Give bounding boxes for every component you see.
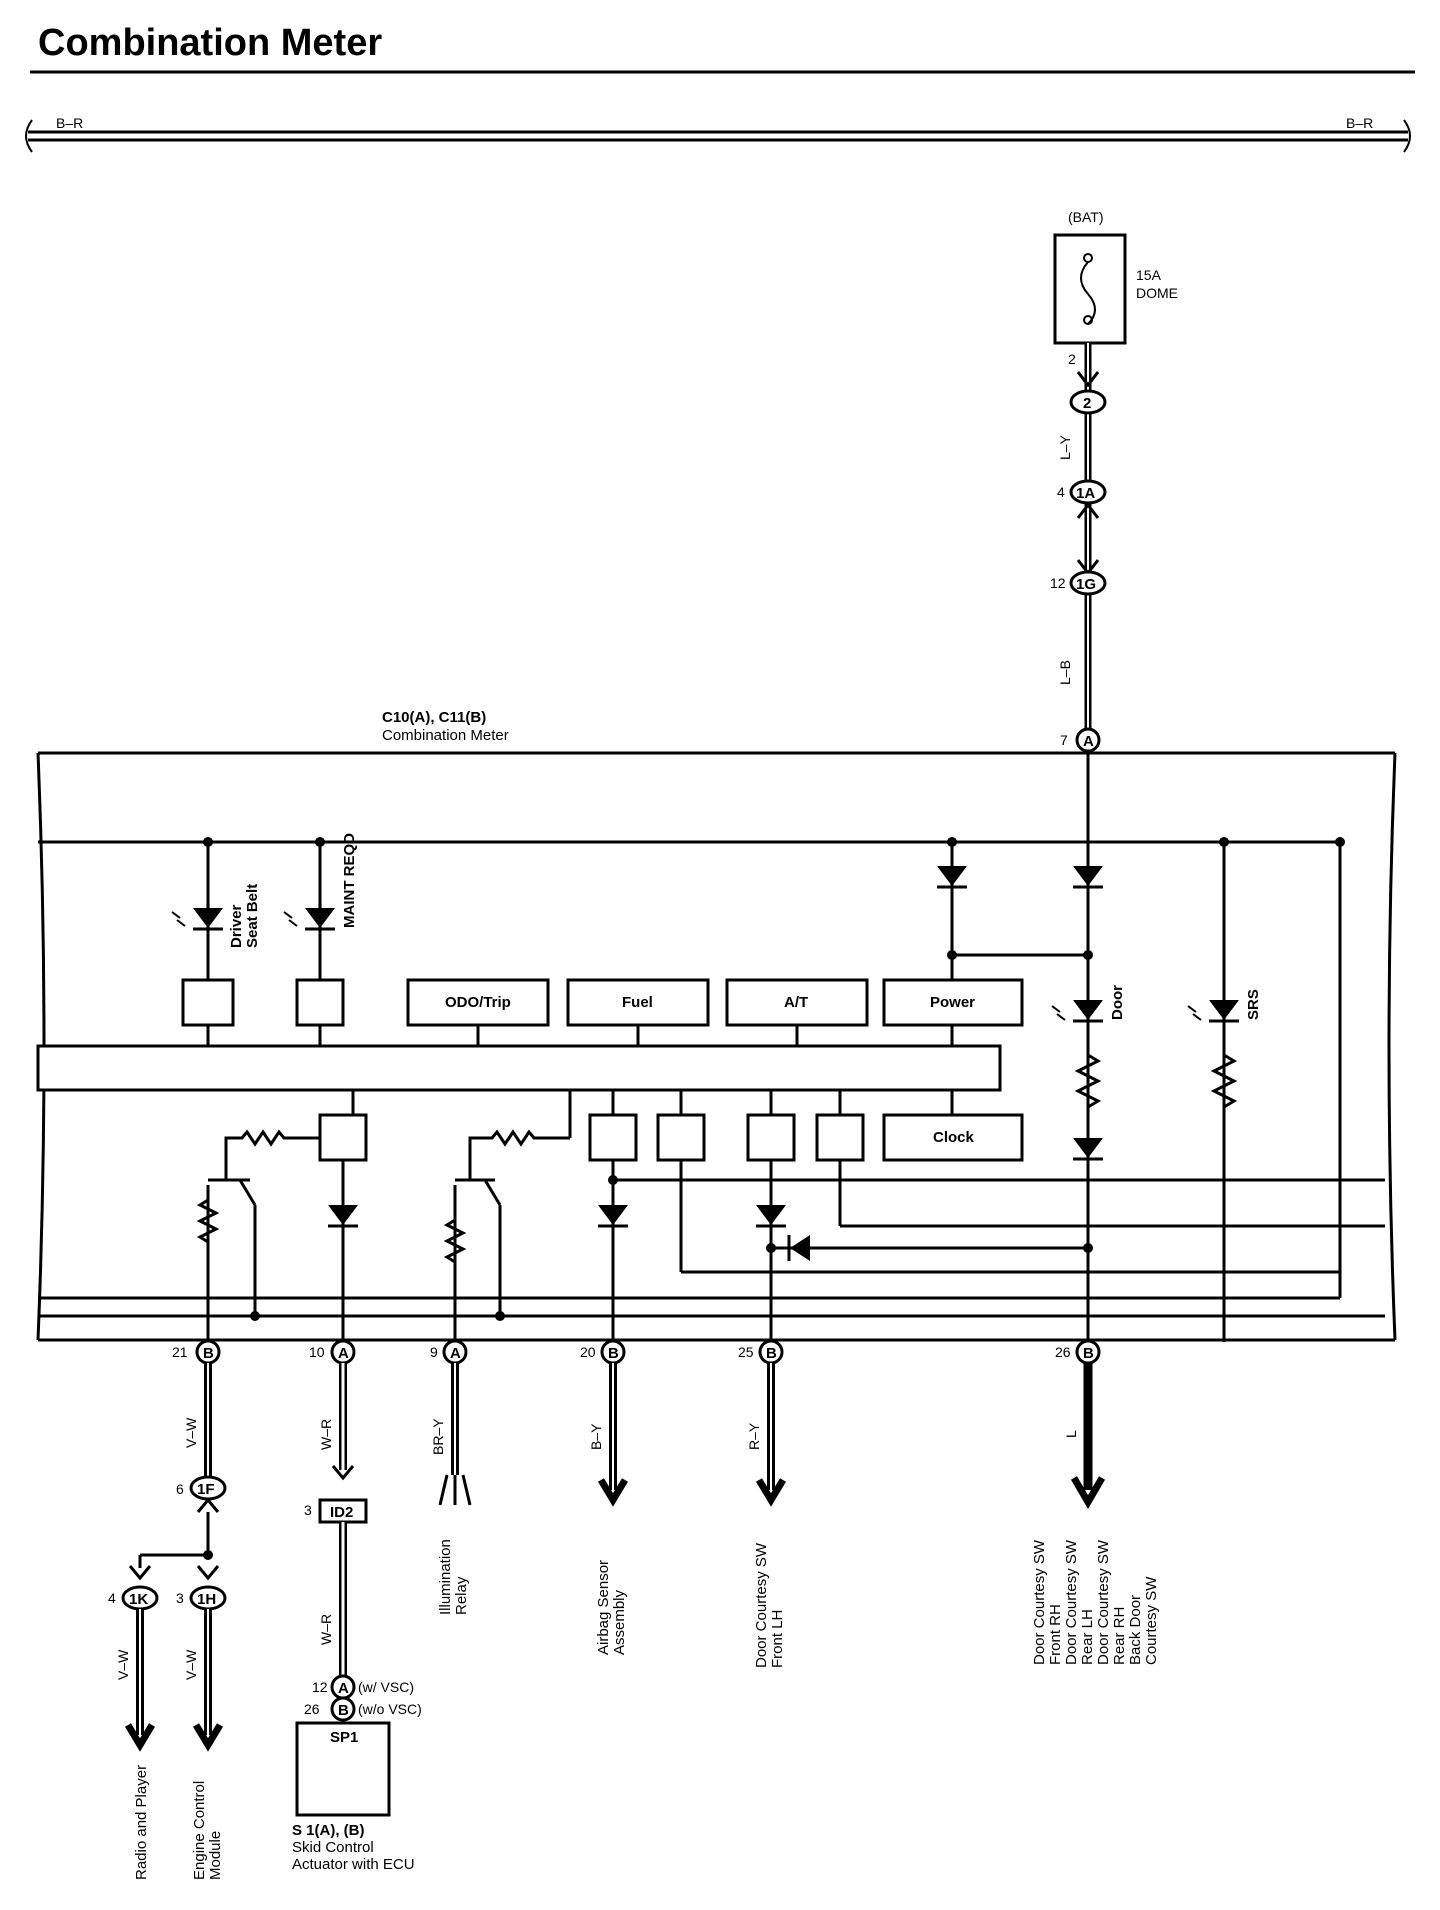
fuse-name: DOME <box>1136 285 1178 301</box>
id2-pin: 3 <box>304 1502 312 1518</box>
dest-door-6: Back Door <box>1127 1595 1144 1665</box>
conn-2-label: 2 <box>1083 395 1091 412</box>
conn-1h-label: 1H <box>197 1591 216 1608</box>
pin-10: 10 <box>309 1344 325 1360</box>
dome-fuse: (BAT) 15A DOME <box>1053 209 1178 345</box>
clock-label: Clock <box>933 1129 975 1146</box>
b-r-bus: B–R B–R <box>25 115 1411 153</box>
meter-internal: Driver Seat Belt MAINT REQD ODO/Trip Fue… <box>36 752 1385 1342</box>
wire-r-y: R–Y <box>746 1422 762 1450</box>
conn-1a-pin: 4 <box>1057 484 1065 500</box>
pin-21-conn: B <box>203 1345 214 1362</box>
skid-box-label: SP1 <box>330 1729 358 1746</box>
output-harness: V–W 6 1F 4 1K 3 1H V–W V–W Radio and Pla… <box>108 1363 1160 1880</box>
gauge-odo-trip-label: ODO/Trip <box>445 994 511 1011</box>
conn-1h-pin: 3 <box>176 1590 184 1606</box>
led-seatbelt-2: Seat Belt <box>244 884 261 948</box>
gauge-at <box>725 978 869 1027</box>
skid-box <box>295 1721 391 1817</box>
dest-illum-2: Relay <box>453 1576 470 1615</box>
wire-v-w-1k: V–W <box>115 1649 131 1680</box>
pin-9-conn: A <box>450 1345 461 1362</box>
wire-v-w-1h: V–W <box>183 1649 199 1680</box>
skid-note-b: (w/o VSC) <box>358 1701 422 1717</box>
meter-outline <box>36 751 1397 1342</box>
pin-26: 26 <box>1055 1344 1071 1360</box>
pin-26-conn: B <box>1083 1345 1094 1362</box>
pin-25-conn: B <box>766 1345 777 1362</box>
top-harness: 2 2 L–Y 4 1A 12 1G L–B <box>1050 343 1107 740</box>
dest-door-lh-2: Front LH <box>769 1610 786 1668</box>
meter-pins: 21 B 10 A 9 A 20 B 25 B 26 B <box>172 1339 1101 1365</box>
wire-br-y: BR–Y <box>430 1418 446 1455</box>
id2-label: ID2 <box>330 1504 353 1521</box>
skid-conn-b: B <box>338 1702 349 1719</box>
wire-w-r-sp1: W–R <box>318 1614 334 1645</box>
skid-conn-a: A <box>338 1680 349 1697</box>
wire-l: L <box>1063 1430 1079 1438</box>
skid-pin-b: 26 <box>304 1701 320 1717</box>
conn-1a-label: 1A <box>1076 485 1095 502</box>
led-srs: SRS <box>1245 989 1262 1020</box>
meter-top-conn: A <box>1083 733 1094 750</box>
bus-label-left: B–R <box>56 115 83 131</box>
meter-name: Combination Meter <box>382 727 509 744</box>
dest-door-7: Courtesy SW <box>1143 1576 1160 1665</box>
dest-illum-1: Illumination <box>437 1539 454 1615</box>
wire-w-r-10: W–R <box>318 1419 334 1450</box>
dest-airbag-1: Airbag Sensor <box>595 1560 612 1655</box>
wire-l-b: L–B <box>1057 660 1073 685</box>
dest-door-2: Door Courtesy SW <box>1063 1539 1080 1665</box>
meter-connectors: C10(A), C11(B) <box>382 709 486 726</box>
page-title: Combination Meter <box>38 22 382 64</box>
skid-pin-a: 12 <box>312 1679 328 1695</box>
skid-ref: S 1(A), (B) <box>292 1822 365 1839</box>
dest-ecm-1: Engine Control <box>191 1781 208 1880</box>
conn-1k-pin: 4 <box>108 1590 116 1606</box>
dest-radio: Radio and Player <box>133 1765 150 1880</box>
pin-9: 9 <box>430 1344 438 1360</box>
conn-1g-pin: 12 <box>1050 575 1066 591</box>
gauge-fuel <box>566 978 710 1027</box>
dest-ecm-2: Module <box>207 1831 224 1880</box>
pin-20: 20 <box>580 1344 596 1360</box>
dest-door-3: Rear LH <box>1079 1609 1096 1665</box>
wire-b-y: B–Y <box>588 1423 604 1450</box>
led-maint-reqd: MAINT REQD <box>341 833 358 928</box>
dest-door-4: Door Courtesy SW <box>1095 1539 1112 1665</box>
gauge-power <box>882 978 1024 1027</box>
dest-airbag-2: Assembly <box>611 1589 628 1655</box>
conn-1g-label: 1G <box>1076 576 1096 593</box>
pin-10-conn: A <box>338 1345 349 1362</box>
wire-v-w-21: V–W <box>183 1417 199 1448</box>
meter-top-pin: 7 <box>1060 732 1068 748</box>
pin-25: 25 <box>738 1344 754 1360</box>
fuse-source: (BAT) <box>1068 209 1104 225</box>
pin-20-conn: B <box>608 1345 619 1362</box>
conn-1k-label: 1K <box>129 1591 148 1608</box>
bus-label-right: B–R <box>1346 115 1373 131</box>
meter-top-conn-circle <box>1075 727 1101 753</box>
dest-door-1: Front RH <box>1047 1604 1064 1665</box>
conn-1f-pin: 6 <box>176 1481 184 1497</box>
gauge-at-label: A/T <box>784 994 808 1011</box>
skid-name-1: Skid Control <box>292 1839 374 1856</box>
dest-door-0: Door Courtesy SW <box>1031 1539 1048 1665</box>
gauge-power-label: Power <box>930 994 975 1011</box>
gauge-fuel-label: Fuel <box>622 994 653 1011</box>
led-seatbelt-1: Driver <box>228 904 245 948</box>
skid-note-a: (w/ VSC) <box>358 1679 414 1695</box>
fuse-rating: 15A <box>1136 267 1162 283</box>
pin-21: 21 <box>172 1344 188 1360</box>
fuse-pin: 2 <box>1068 351 1076 367</box>
wire-l-y: L–Y <box>1057 434 1073 460</box>
dest-door-lh-1: Door Courtesy SW <box>753 1542 770 1668</box>
dest-door-5: Rear RH <box>1111 1607 1128 1665</box>
led-door: Door <box>1109 985 1126 1020</box>
conn-1f-label: 1F <box>197 1481 215 1498</box>
skid-name-2: Actuator with ECU <box>292 1856 415 1873</box>
